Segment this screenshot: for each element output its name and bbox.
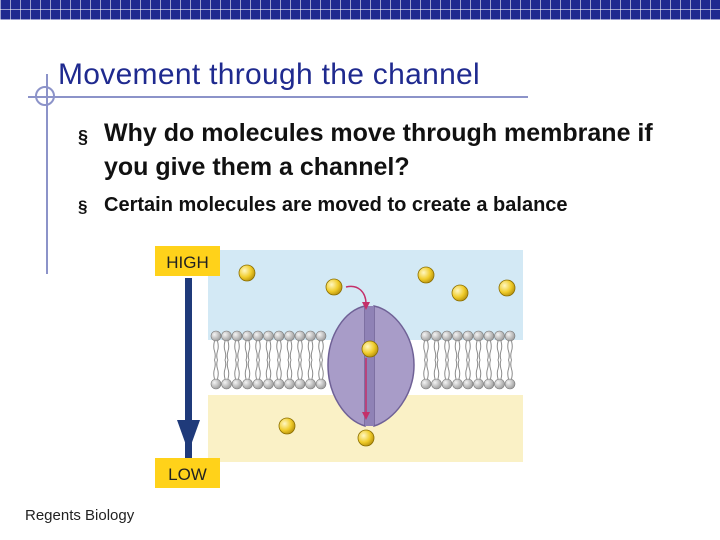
phospholipid [273,330,285,361]
channel-pore [365,306,374,426]
phospholipid [462,330,474,361]
phospholipid [231,330,243,361]
membrane-channel-diagram: HIGH LOW [155,246,523,488]
phospholipid [210,330,222,361]
phospholipid [263,330,274,361]
molecule-group [238,264,516,447]
entry-arrowhead [362,302,370,310]
top-banner-pattern [0,0,720,20]
bullet-square-icon: § [78,127,89,147]
phospholipid [462,359,474,390]
phospholipid [294,359,306,390]
phospholipid [252,359,264,390]
slide-title: Movement through the channel [58,58,480,91]
bullet-square-icon: § [78,197,88,216]
channel-protein-right [373,305,415,428]
solute-molecule [278,417,296,435]
phospholipid [273,359,285,390]
solute-molecule [498,279,516,297]
phospholipid [494,330,505,361]
phospholipid [294,330,306,361]
phospholipid [210,359,222,390]
phospholipid [441,330,453,361]
low-label: LOW [168,465,207,484]
phospholipid [284,330,295,361]
solute-molecule [325,278,343,296]
channel-protein-left [327,305,366,428]
solute-molecule [361,340,379,358]
entry-arrow [345,285,367,305]
phospholipid [263,359,274,390]
solute-molecule [238,264,256,282]
phospholipid [452,330,463,361]
phospholipid [221,330,232,361]
low-label-box [155,458,220,488]
phospholipid [504,359,516,390]
phospholipid [284,359,295,390]
phospholipid [431,330,442,361]
bullet-text-1: Why do molecules move through membrane i… [104,119,653,181]
phospholipid [231,359,243,390]
bullet-item-1: § Why do molecules move through membrane… [78,116,678,184]
phospholipid [441,359,453,390]
phospholipid [420,359,432,390]
crosshair-icon [35,86,55,106]
phospholipid-bilayer [210,330,516,390]
phospholipid [473,330,484,361]
high-label: HIGH [166,253,209,272]
phospholipid [242,330,253,361]
bullet-text-2: Certain molecules are moved to create a … [104,194,568,216]
decor-horizontal-line [28,96,528,98]
phospholipid [483,359,495,390]
gradient-arrow-shaft [185,278,192,458]
solute-molecule [417,266,435,284]
phospholipid [305,359,316,390]
decor-vertical-line [46,74,48,274]
phospholipid [420,330,432,361]
phospholipid [452,359,463,390]
phospholipid [483,330,495,361]
phospholipid [504,330,516,361]
phospholipid [252,330,264,361]
solute-molecule [357,429,375,447]
gradient-arrowhead [177,420,200,452]
phospholipid [242,359,253,390]
phospholipid [315,359,327,390]
phospholipid [305,330,316,361]
footer-label: Regents Biology [25,507,135,524]
phospholipid [473,359,484,390]
phospholipid [221,359,232,390]
exit-arrowhead [362,412,370,420]
phospholipid [494,359,505,390]
bullet-item-2: § Certain molecules are moved to create … [78,192,698,218]
solute-molecule [451,284,469,302]
phospholipid [315,330,327,361]
high-label-box [155,246,220,276]
phospholipid [431,359,442,390]
